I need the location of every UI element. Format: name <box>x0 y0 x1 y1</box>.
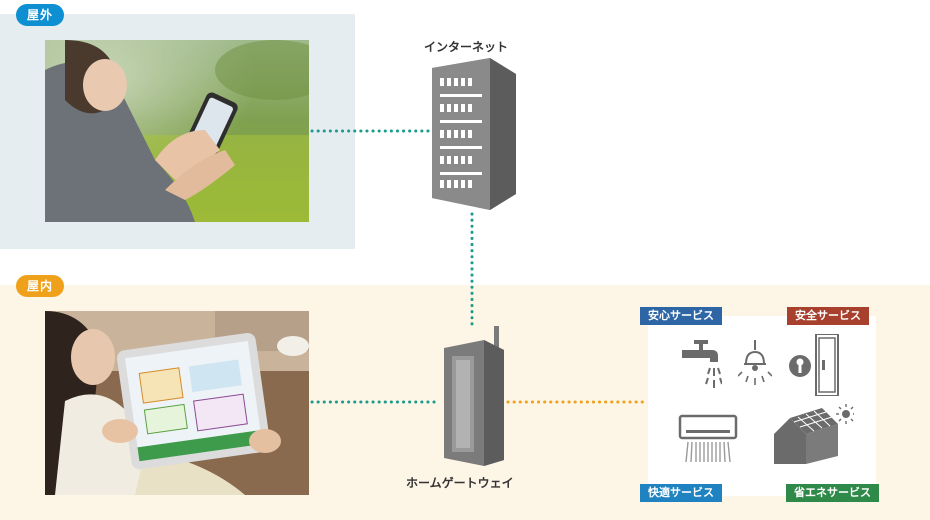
anshin-service-badge: 安心サービス <box>640 307 722 325</box>
faucet-icon <box>682 340 722 388</box>
indoor-tablet-photo <box>45 311 309 495</box>
kaiteki-service-badge: 快適サービス <box>640 484 722 502</box>
solar-house-icon <box>774 404 854 464</box>
outdoor-smartphone-photo <box>45 40 309 222</box>
air-conditioner-icon <box>678 414 738 463</box>
door-key-icon <box>789 334 839 396</box>
home-gateway-icon <box>444 326 504 466</box>
internet-label: インターネット <box>424 40 509 54</box>
server-icon <box>432 58 516 210</box>
lamp-icon <box>738 340 772 385</box>
anzen-service-badge: 安全サービス <box>787 307 869 325</box>
shoene-service-badge: 省エネサービス <box>786 484 879 502</box>
outdoor-label: 屋外 <box>16 4 65 26</box>
home-gateway-label: ホームゲートウェイ <box>406 476 514 490</box>
indoor-label: 屋内 <box>16 275 65 297</box>
